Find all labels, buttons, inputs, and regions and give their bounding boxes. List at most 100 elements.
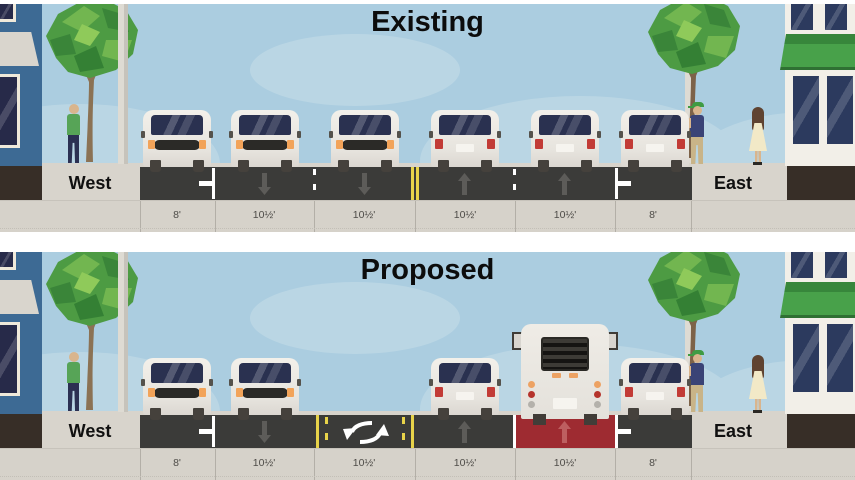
bus-lane-edge-line (615, 415, 618, 448)
east-label: East (713, 421, 753, 441)
scale-divider (140, 201, 141, 232)
pedestrian (62, 104, 88, 166)
car-mirror (229, 131, 233, 138)
car-grille (342, 140, 388, 150)
lane-arrow-down-icon (258, 173, 271, 195)
bus-rear-window (541, 337, 589, 371)
lane-width-label: 8' (649, 457, 657, 469)
cap-brim (688, 106, 697, 108)
car-mirror (619, 131, 623, 138)
car-headlight (148, 388, 155, 397)
pedestrian-legs (68, 135, 79, 163)
bus-taillights (528, 381, 536, 411)
awning (780, 34, 855, 70)
car-headlight (336, 140, 343, 149)
car-mirror (597, 131, 601, 138)
parking-tee-marking (199, 181, 212, 186)
lane-width-label: 10½' (352, 457, 376, 469)
car-grille (242, 388, 288, 398)
car-mirror (687, 131, 691, 138)
width-scale: 8' 10½' 10½' 10½' 10½' 8' (0, 200, 855, 232)
car (329, 110, 401, 172)
car-taillight (487, 139, 495, 149)
scale-divider (415, 449, 416, 480)
car-wheel (671, 408, 682, 420)
lane-width-label: 10½' (553, 209, 577, 221)
car-headlight (287, 140, 294, 149)
car-taillight (587, 139, 595, 149)
car-windshield (151, 115, 203, 135)
car-headlight (148, 140, 155, 149)
car-wheel (281, 160, 292, 172)
parking-tee-marking (199, 429, 212, 434)
building-west (0, 4, 42, 200)
car-mirror (429, 379, 433, 386)
pedestrian-legs (68, 383, 79, 411)
panel-proposed: Proposed (0, 252, 855, 480)
utility-pole (118, 4, 128, 164)
car-rear-window (629, 363, 681, 383)
car-headlight (387, 140, 394, 149)
pedestrian-head (69, 352, 79, 362)
parking-tee-marking (212, 168, 215, 199)
car-wheel (238, 160, 249, 172)
pedestrian-dress (749, 371, 767, 399)
lane-arrow-up-icon (458, 173, 471, 195)
parking-tee-marking (618, 181, 631, 186)
pedestrian-head (693, 354, 702, 363)
car-wheel (628, 160, 639, 172)
car-windshield (151, 363, 203, 383)
west-label: West (68, 421, 112, 441)
car-mirror (529, 131, 533, 138)
window (825, 4, 847, 30)
car-taillight (625, 139, 633, 149)
car-wheel (628, 408, 639, 420)
car-wheel (538, 160, 549, 172)
window (827, 324, 853, 392)
car-taillight (677, 139, 685, 149)
bus-wheel (533, 414, 546, 425)
pedestrian-legs (691, 385, 703, 412)
car-mirror (297, 131, 301, 138)
parked-car (619, 110, 691, 172)
car-mirror (429, 131, 433, 138)
car-mirror (397, 131, 401, 138)
car-wheel (381, 160, 392, 172)
tree (648, 4, 740, 158)
turn-arrows-icon (343, 421, 389, 444)
pedestrian-head (69, 104, 79, 114)
cloud (250, 34, 460, 106)
license-plate (456, 392, 474, 400)
building-west (0, 252, 42, 448)
building-east (780, 4, 855, 200)
license-plate (646, 144, 664, 152)
car-windshield (239, 115, 291, 135)
pedestrian-legs (691, 137, 703, 164)
car-rear-window (629, 115, 681, 135)
lane-width-label: 10½' (352, 209, 376, 221)
lane-width-label: 8' (649, 209, 657, 221)
car-wheel (193, 408, 204, 420)
lane-width-label: 8' (173, 457, 181, 469)
awning (780, 282, 855, 318)
window (791, 4, 813, 30)
section-title: Existing (371, 6, 484, 38)
storefront-base (787, 166, 855, 200)
lane-line-dashed-white (513, 169, 516, 198)
license-plate (556, 144, 574, 152)
scale-divider (615, 201, 616, 232)
car-wheel (581, 160, 592, 172)
scale-divider (691, 201, 692, 232)
car-wheel (438, 408, 449, 420)
building-east (780, 252, 855, 448)
window (827, 76, 853, 144)
center-line-double-yellow (411, 167, 414, 200)
car-mirror (209, 379, 213, 386)
pedestrian-shirt (67, 114, 80, 135)
pedestrian-shirt (690, 115, 704, 137)
storefront-base (0, 166, 42, 200)
roadway (140, 415, 692, 448)
lane-width-label: 10½' (453, 457, 477, 469)
window (793, 76, 819, 144)
car-grille (242, 140, 288, 150)
